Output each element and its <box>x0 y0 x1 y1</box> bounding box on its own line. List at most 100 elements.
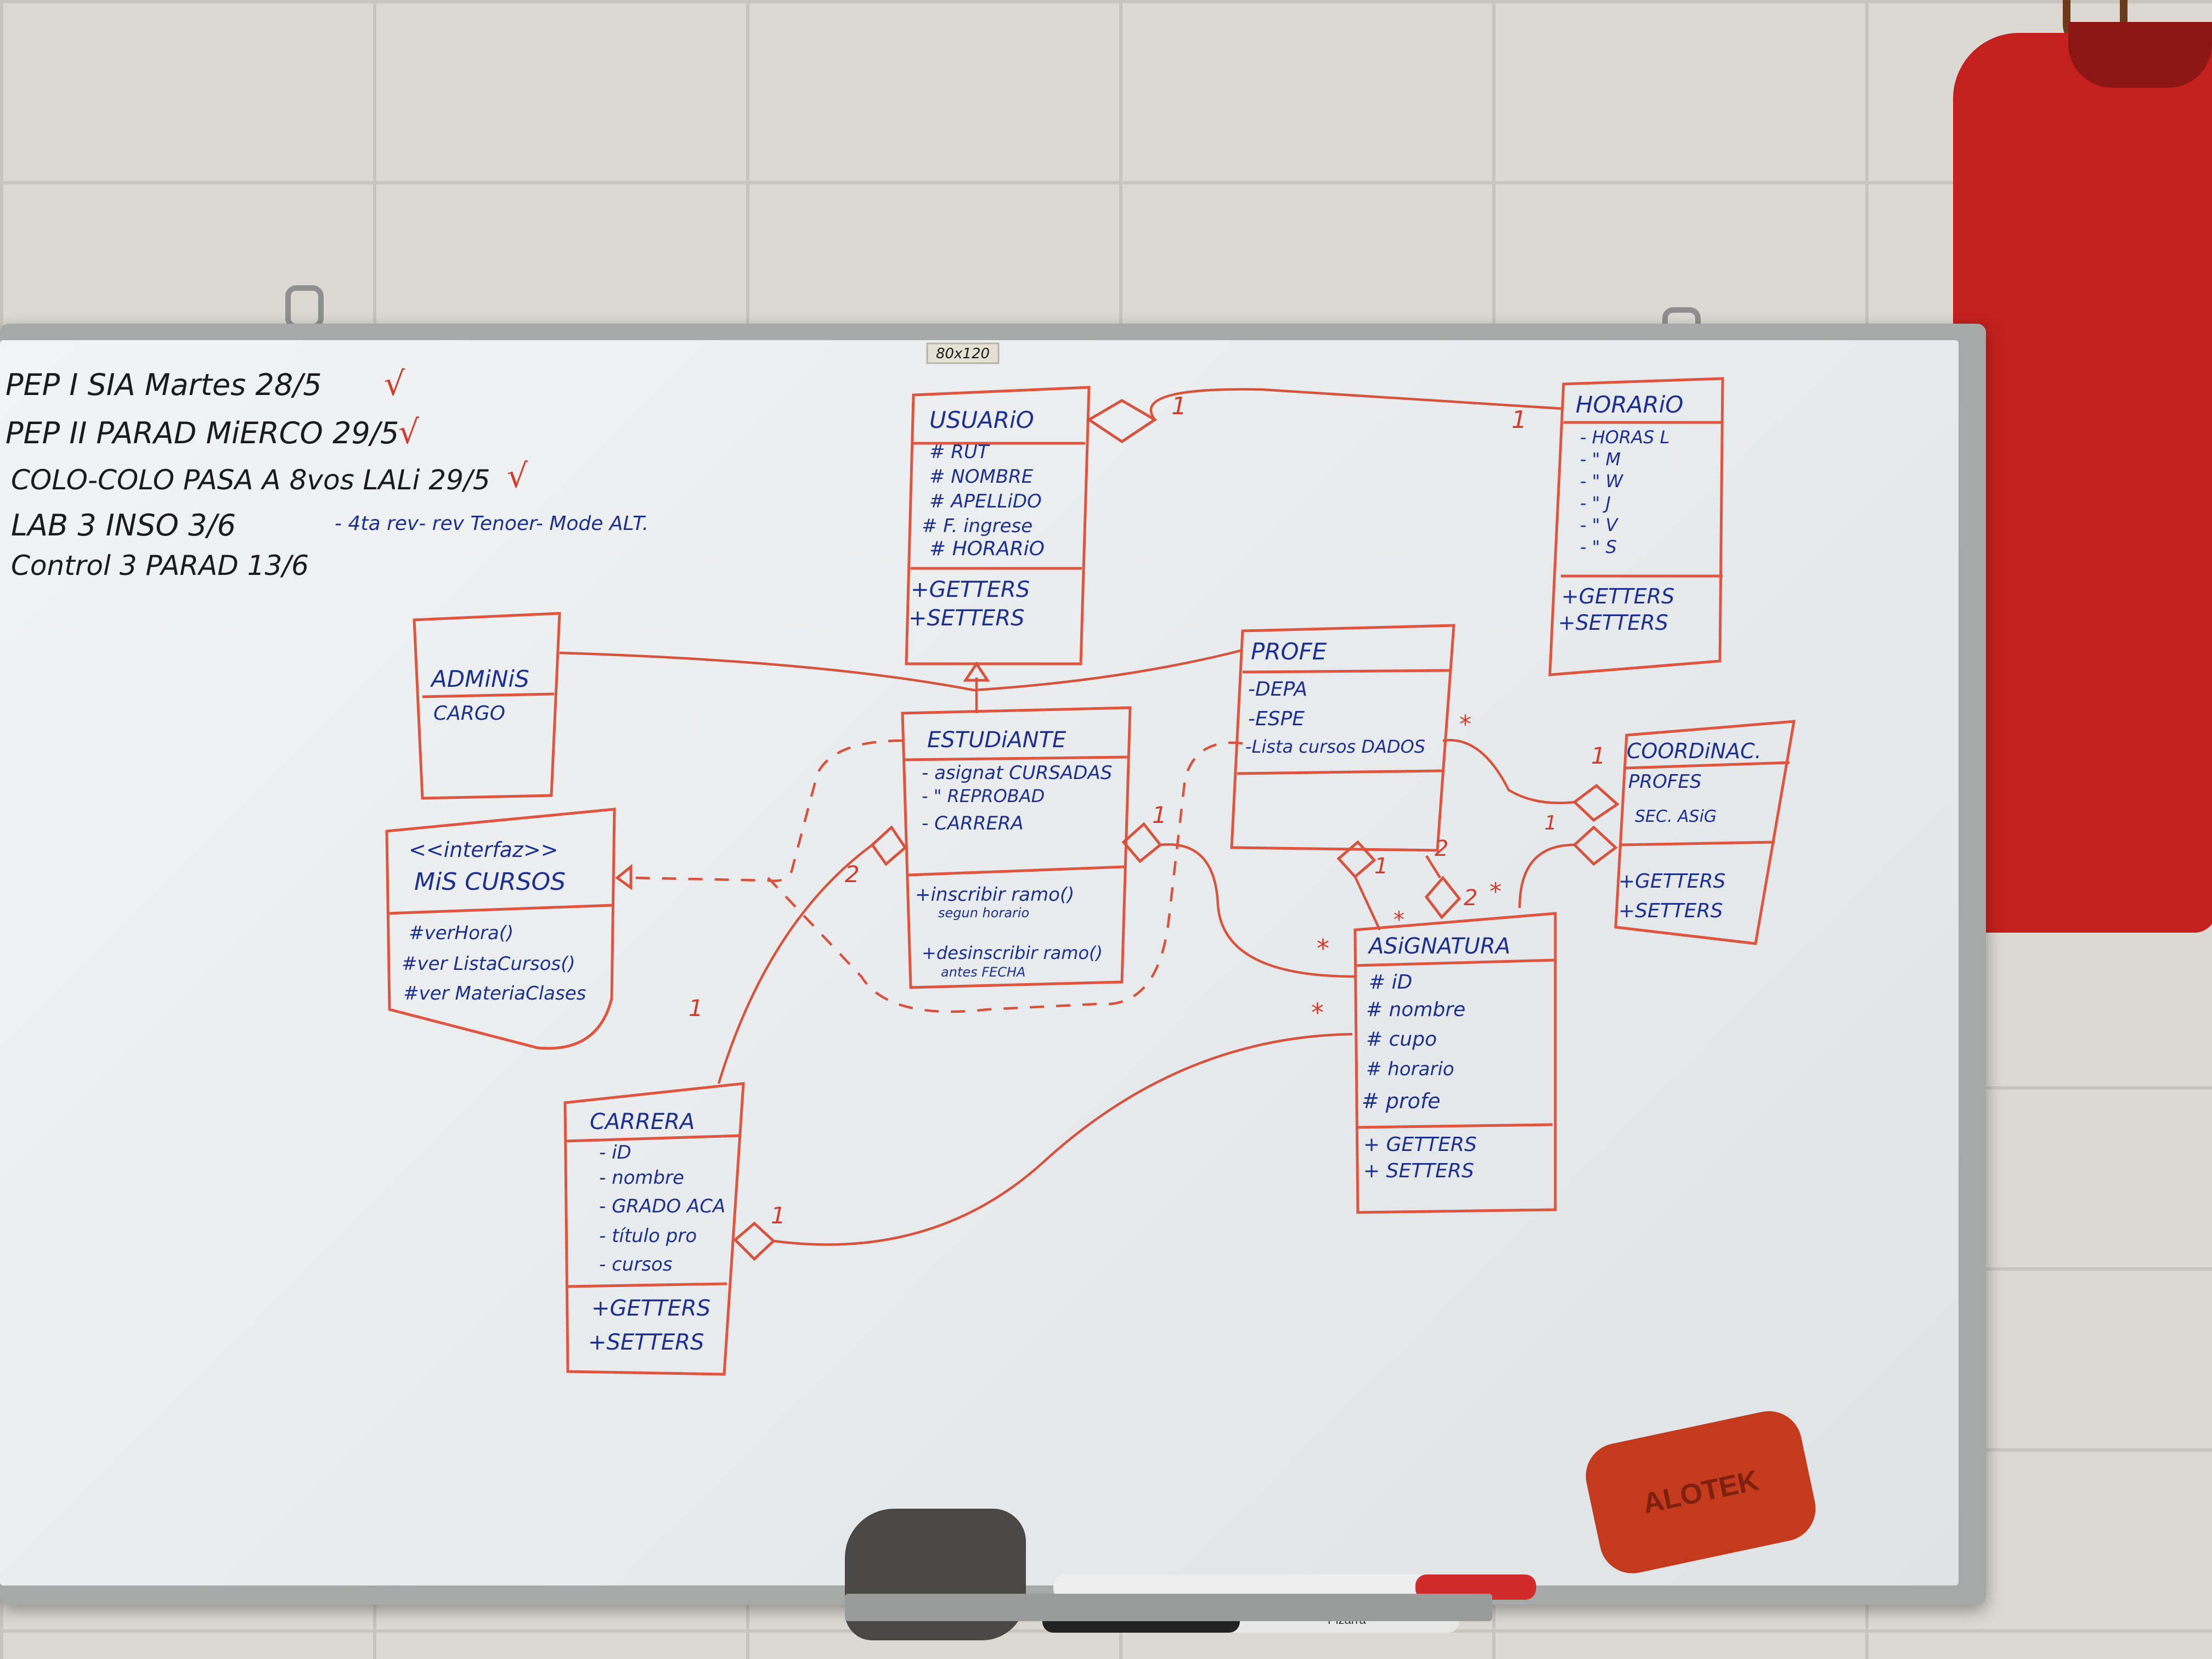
carrera-attr-3: - GRADO ACA <box>599 1195 725 1217</box>
carrera-method-2: +SETTERS <box>588 1330 704 1355</box>
profe-name: PROFE <box>1251 638 1327 665</box>
estudiante-box <box>901 706 1132 989</box>
asignatura-method-divider <box>1356 1123 1553 1129</box>
note-5: Control 3 PARAD 13/6 <box>11 550 309 582</box>
note-1-check: √ <box>384 365 405 403</box>
profe-attr-3: -Lista cursos DADOS <box>1245 736 1425 757</box>
adminis-box <box>413 612 561 800</box>
profe-name-divider <box>1242 669 1452 674</box>
asignatura-attr-2: # nombre <box>1366 998 1465 1021</box>
adminis-attr-1: CARGO <box>433 702 505 725</box>
interfaz-method-3: #ver MateriaClases <box>403 983 586 1005</box>
profe-attr-2: -ESPE <box>1248 708 1305 730</box>
usuario-method-1: +GETTERS <box>911 577 1030 602</box>
profe-attr-1: -DEPA <box>1248 678 1307 701</box>
carrera-method-1: +GETTERS <box>591 1296 710 1321</box>
whiteboard <box>0 340 1959 1585</box>
usuario-attr-5: # HORARiO <box>929 538 1045 560</box>
carrera-name-divider <box>565 1134 741 1143</box>
carrera-attr-4: - título pro <box>599 1225 697 1247</box>
mult-asignatura-profe-b: 2 <box>1464 885 1477 911</box>
usuario-attr-1: # RUT <box>929 441 990 463</box>
adminis-name: ADMiNiS <box>430 665 529 692</box>
asignatura-method-1: + GETTERS <box>1363 1133 1477 1156</box>
estudiante-attr-2: - " REPROBAD <box>922 786 1045 806</box>
class-horario: HORARiO - HORAS L - " M - " W - " J - " … <box>1548 377 1724 676</box>
asignatura-coordinac-diamond <box>1572 825 1618 866</box>
coordinac-attr-1: PROFES <box>1628 771 1702 793</box>
coordinac-box <box>1614 720 1796 945</box>
marker-tray <box>845 1594 1492 1621</box>
profe-asignatura-diamond-b <box>1424 876 1462 919</box>
mult-profe-asignatura-a: 1 <box>1374 854 1388 879</box>
class-profe: PROFE -DEPA -ESPE -Lista cursos DADOS <box>1230 624 1455 852</box>
interfaz-divider <box>386 904 614 915</box>
horario-attr-1: - HORAS L <box>1580 427 1669 448</box>
estudiante-asignatura-diamond <box>1121 822 1163 864</box>
carrera-attr-1: - iD <box>599 1142 631 1164</box>
estudiante-method-1: +inscribir ramo() <box>915 884 1074 906</box>
estudiante-method-divider <box>907 865 1125 877</box>
carrera-box <box>563 1082 745 1376</box>
carrera-asignatura-link <box>773 1032 1353 1246</box>
horario-method-2: +SETTERS <box>1558 611 1668 635</box>
profe-asignatura-diamond-a <box>1336 840 1376 879</box>
mult-coord-profe: 1 <box>1591 742 1606 769</box>
horario-name: HORARiO <box>1576 391 1683 418</box>
estudiante-name-divider <box>902 755 1128 761</box>
class-interfaz-mis-cursos: <<interfaz>> MiS CURSOS #verHora() #ver … <box>385 808 616 1050</box>
class-asignatura: ASiGNATURA # iD # nombre # cupo # horari… <box>1353 912 1557 1214</box>
horario-attr-6: - " S <box>1580 537 1617 557</box>
mult-asig-star-b: * <box>1311 998 1324 1028</box>
coordinac-attr-2: SEC. ASiG <box>1635 807 1717 826</box>
interfaz-method-1: #verHora() <box>409 922 514 944</box>
generalization-link <box>559 648 1243 692</box>
interfaz-box <box>385 808 616 1050</box>
mult-coord-asig: 1 <box>1544 812 1557 834</box>
board-size-label-bg <box>926 342 1000 364</box>
asignatura-name: ASiGNATURA <box>1367 934 1510 959</box>
profe-box <box>1230 624 1455 852</box>
estudiante-method-2: +desinscribir ramo() <box>922 943 1103 963</box>
carrera-name: CARRERA <box>590 1109 695 1135</box>
carrera-attr-5: - cursos <box>599 1254 673 1276</box>
profe-method-divider <box>1237 769 1443 775</box>
profe-asignatura-link-a <box>1353 876 1381 930</box>
class-usuario: USUARiO # RUT # NOMBRE # APELLiDO # F. i… <box>905 386 1091 665</box>
mult-profe-asignatura-b: 2 <box>1435 836 1448 861</box>
class-carrera: CARRERA - iD - nombre - GRADO ACA - títu… <box>563 1082 745 1376</box>
usuario-attr-4: # F. ingrese <box>922 515 1032 537</box>
profe-coordinac-link <box>1442 738 1575 804</box>
horario-attr-5: - " V <box>1580 515 1619 535</box>
note-4-extra: - 4ta rev- rev Tenoer- Mode ALT. <box>335 512 648 535</box>
mult-asignatura-profe-a: * <box>1393 907 1404 933</box>
usuario-horario-link <box>1149 388 1564 421</box>
coordinac-name-divider <box>1624 761 1790 770</box>
notes-list: PEP I SIA Martes 28/5 √ PEP II PARAD MiE… <box>5 365 648 582</box>
mult-carrera-estudiante: 1 <box>689 995 703 1022</box>
asignatura-name-divider <box>1355 958 1556 967</box>
estudiante-method-2-note: antes FECHA <box>941 964 1025 980</box>
mult-carrera-asignatura: 1 <box>771 1202 786 1229</box>
asignatura-attr-4: # horario <box>1366 1058 1454 1080</box>
mult-usuario-horario-a: 1 <box>1171 392 1187 420</box>
profe-coordinac-diamond <box>1572 783 1620 822</box>
estudiante-attr-1: - asignat CURSADAS <box>922 762 1112 784</box>
usuario-box <box>905 386 1091 665</box>
interfaz-stereotype: <<interfaz>> <box>409 838 558 862</box>
carrera-asignatura-diamond <box>733 1221 776 1261</box>
board-size-label: 80x120 <box>936 346 990 362</box>
coordinac-method-divider <box>1621 840 1775 847</box>
class-adminis: ADMiNiS CARGO <box>413 612 561 800</box>
asignatura-attr-1: # iD <box>1369 971 1412 994</box>
coordinac-name: COORDiNAC. <box>1627 739 1762 763</box>
horario-attr-2: - " M <box>1580 449 1621 470</box>
mult-asig-star-a: * <box>1317 934 1329 963</box>
horario-attr-4: - " J <box>1580 493 1611 514</box>
interfaz-name: MiS CURSOS <box>414 868 566 896</box>
estudiante-method-1-note: segun horario <box>938 905 1029 921</box>
asignatura-box <box>1353 912 1557 1214</box>
horario-box <box>1548 377 1724 676</box>
red-shirt <box>1953 33 2212 933</box>
